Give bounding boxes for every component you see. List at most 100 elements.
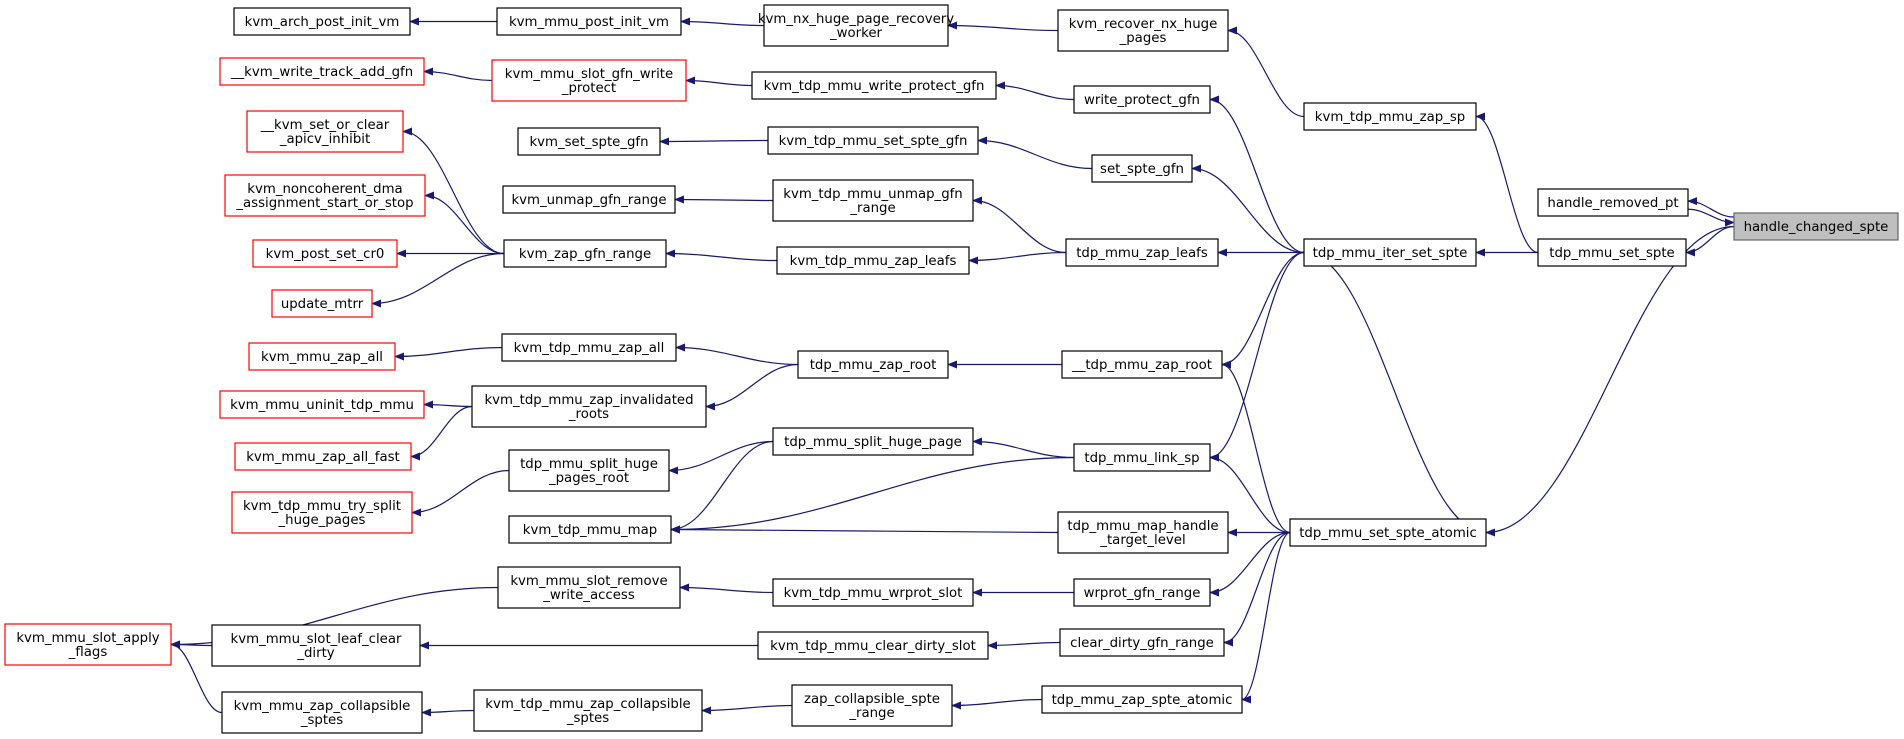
edge-n34-n36 (424, 191, 505, 255)
node-handle-changed-spte[interactable]: handle_changed_spte (1733, 212, 1899, 241)
node-kvm-mmu-zap-all-fast[interactable]: kvm_mmu_zap_all_fast (234, 442, 412, 471)
node-write-protect-gfn[interactable]: write_protect_gfn (1073, 85, 1211, 114)
node-tdp-mmu-split-huge-pages-root[interactable]: tdp_mmu_split_huge_pages_root (508, 449, 670, 492)
node-kvm-noncoherent-dma-assignment-start-or-stop[interactable]: kvm_noncoherent_dma_assignment_start_or_… (224, 174, 426, 217)
node-label: tdp_mmu_zap_spte_atomic (1052, 693, 1233, 708)
node-kvm-tdp-mmu-zap-all[interactable]: kvm_tdp_mmu_zap_all (501, 333, 677, 362)
node-label: kvm_mmu_zap_all (261, 350, 383, 365)
node-label: __tdp_mmu_zap_root (1071, 358, 1212, 373)
node-label: _pages_root (548, 471, 629, 486)
node-label: kvm_tdp_mmu_wrprot_slot (784, 586, 963, 601)
node-kvm-tdp-mmu-map[interactable]: kvm_tdp_mmu_map (508, 515, 672, 544)
node-label: tdp_mmu_split_huge (520, 457, 658, 472)
node-kvm-tdp-mmu-write-protect-gfn[interactable]: kvm_tdp_mmu_write_protect_gfn (751, 71, 997, 100)
edge-n6-n11 (1221, 251, 1305, 369)
node-label: kvm_tdp_mmu_zap_all (514, 341, 665, 356)
node-update-mtrr[interactable]: update_mtrr (271, 289, 373, 318)
edge-n44-n45 (411, 469, 510, 517)
node-tdp-mmu-zap-leafs[interactable]: tdp_mmu_zap_leafs (1065, 238, 1219, 267)
node-tdp-mmu-zap-spte-atomic[interactable]: tdp_mmu_zap_spte_atomic (1041, 685, 1243, 714)
node-label: tdp_mmu_iter_set_spte (1313, 246, 1468, 261)
node-kvm-tdp-mmu-zap-leafs[interactable]: kvm_tdp_mmu_zap_leafs (776, 246, 970, 275)
node-label: tdp_mmu_set_spte_atomic (1299, 526, 1477, 541)
edge-n2-n1 (1687, 208, 1735, 227)
node-label: kvm_mmu_slot_remove (510, 574, 667, 589)
node-kvm-mmu-slot-leaf-clear-dirty[interactable]: kvm_mmu_slot_leaf_clear_dirty (211, 624, 421, 667)
node-kvm-post-set-cr0[interactable]: kvm_post_set_cr0 (252, 239, 398, 268)
node-tdp-mmu-zap-root[interactable]: __tdp_mmu_zap_root (1061, 350, 1223, 379)
node-kvm-tdp-mmu-set-spte-gfn[interactable]: kvm_tdp_mmu_set_spte_gfn (767, 126, 979, 155)
node-kvm-mmu-post-init-vm[interactable]: kvm_mmu_post_init_vm (496, 7, 682, 36)
node-tdp-mmu-set-spte-atomic[interactable]: tdp_mmu_set_spte_atomic (1289, 518, 1487, 547)
node-tdp-mmu-set-spte[interactable]: tdp_mmu_set_spte (1537, 238, 1687, 267)
node-label: _write_access (542, 588, 635, 603)
edge-n41-n43 (410, 405, 473, 461)
node-tdp-mmu-zap-root[interactable]: tdp_mmu_zap_root (797, 350, 949, 379)
node-label: handle_removed_pt (1547, 196, 1678, 211)
edge-n21-n34 (665, 249, 778, 262)
node-label: _apicv_inhibit (279, 132, 370, 147)
node-kvm-write-track-add-gfn[interactable]: __kvm_write_track_add_gfn (219, 57, 425, 86)
node-label: kvm_tdp_mmu_unmap_gfn (783, 187, 963, 202)
node-label: handle_changed_spte (1744, 220, 1889, 235)
edge-n6-n12 (1209, 251, 1305, 462)
node-kvm-tdp-mmu-wrprot-slot[interactable]: kvm_tdp_mmu_wrprot_slot (772, 578, 974, 607)
node-label: kvm_tdp_mmu_zap_invalidated (484, 393, 693, 408)
node-tdp-mmu-split-huge-page[interactable]: tdp_mmu_split_huge_page (772, 427, 974, 456)
node-label: _worker (829, 26, 883, 41)
node-label: kvm_unmap_gfn_range (511, 193, 666, 208)
node-kvm-recover-nx-huge-pages[interactable]: kvm_recover_nx_huge_pages (1057, 9, 1229, 52)
edge-n23-n44 (668, 440, 774, 475)
edge-n20-n33 (674, 195, 774, 204)
node-label: kvm_mmu_uninit_tdp_mmu (230, 398, 414, 413)
node-set-spte-gfn[interactable]: set_spte_gfn (1091, 154, 1193, 183)
node-kvm-mmu-slot-apply-flags[interactable]: kvm_mmu_slot_apply_flags (4, 623, 172, 666)
node-kvm-tdp-mmu-unmap-gfn-range[interactable]: kvm_tdp_mmu_unmap_gfn_range (772, 179, 974, 222)
node-label: kvm_tdp_mmu_zap_sp (1315, 110, 1465, 125)
node-label: tdp_mmu_split_huge_page (784, 435, 962, 450)
node-kvm-nx-huge-page-recovery-worker[interactable]: kvm_nx_huge_page_recovery_worker (758, 4, 954, 47)
node-label: kvm_tdp_mmu_try_split (243, 499, 401, 514)
node-label: kvm_mmu_zap_all_fast (246, 450, 400, 465)
node-kvm-mmu-zap-collapsible-sptes[interactable]: kvm_mmu_zap_collapsible_sptes (221, 691, 423, 734)
node-kvm-zap-gfn-range[interactable]: kvm_zap_gfn_range (503, 239, 667, 268)
node-tdp-mmu-link-sp[interactable]: tdp_mmu_link_sp (1073, 443, 1211, 472)
node-kvm-mmu-slot-remove-write-access[interactable]: kvm_mmu_slot_remove_write_access (497, 566, 681, 609)
node-tdp-mmu-map-handle-target-level[interactable]: tdp_mmu_map_handle_target_level (1057, 511, 1229, 554)
node-kvm-arch-post-init-vm[interactable]: kvm_arch_post_init_vm (233, 7, 411, 36)
node-clear-dirty-gfn-range[interactable]: clear_dirty_gfn_range (1059, 628, 1225, 657)
node-zap-collapsible-spte-range[interactable]: zap_collapsible_spte_range (791, 684, 953, 727)
node-label: write_protect_gfn (1084, 93, 1200, 108)
edge-n49-n50 (421, 708, 475, 717)
node-tdp-mmu-iter-set-spte[interactable]: tdp_mmu_iter_set_spte (1303, 238, 1477, 267)
edge-n48-n47 (170, 640, 213, 649)
node-label: kvm_recover_nx_huge (1069, 17, 1218, 32)
node-label: kvm_tdp_mmu_write_protect_gfn (764, 79, 985, 94)
node-label: _target_level (1099, 533, 1185, 548)
node-label: __kvm_write_track_add_gfn (230, 65, 413, 80)
node-handle-removed-pt[interactable]: handle_removed_pt (1537, 188, 1689, 217)
node-kvm-tdp-mmu-zap-sp[interactable]: kvm_tdp_mmu_zap_sp (1303, 102, 1477, 131)
node-kvm-tdp-mmu-try-split-huge-pages[interactable]: kvm_tdp_mmu_try_split_huge_pages (231, 491, 413, 534)
node-label: __kvm_set_or_clear (260, 118, 390, 133)
node-kvm-mmu-zap-all[interactable]: kvm_mmu_zap_all (248, 342, 396, 371)
node-label: kvm_mmu_slot_apply (16, 631, 159, 646)
node-kvm-mmu-uninit-tdp-mmu[interactable]: kvm_mmu_uninit_tdp_mmu (219, 390, 425, 419)
edge-n23-n24 (670, 440, 774, 534)
node-label: kvm_tdp_mmu_zap_leafs (790, 254, 957, 269)
node-label: _huge_pages (278, 513, 366, 528)
node-kvm-tdp-mmu-clear-dirty-slot[interactable]: kvm_tdp_mmu_clear_dirty_slot (757, 631, 989, 660)
node-kvm-tdp-mmu-zap-collapsible-sptes[interactable]: kvm_tdp_mmu_zap_collapsible_sptes (473, 689, 703, 732)
node-wrprot-gfn-range[interactable]: wrprot_gfn_range (1073, 578, 1211, 607)
node-label: kvm_noncoherent_dma (247, 182, 402, 197)
node-label: _sptes (300, 713, 343, 728)
edge-n15-n26 (987, 641, 1061, 650)
node-kvm-set-spte-gfn[interactable]: kvm_set_spte_gfn (517, 127, 661, 156)
node-kvm-mmu-slot-gfn-write-protect[interactable]: kvm_mmu_slot_gfn_write_protect (491, 59, 687, 102)
node-kvm-set-or-clear-apicv-inhibit[interactable]: __kvm_set_or_clear_apicv_inhibit (246, 110, 404, 153)
node-label: _sptes (566, 711, 609, 726)
node-label: zap_collapsible_spte (804, 692, 940, 707)
node-kvm-tdp-mmu-zap-invalidated-roots[interactable]: kvm_tdp_mmu_zap_invalidated_roots (471, 385, 707, 428)
node-kvm-unmap-gfn-range[interactable]: kvm_unmap_gfn_range (502, 185, 676, 214)
edge-n9-n19 (977, 136, 1093, 170)
